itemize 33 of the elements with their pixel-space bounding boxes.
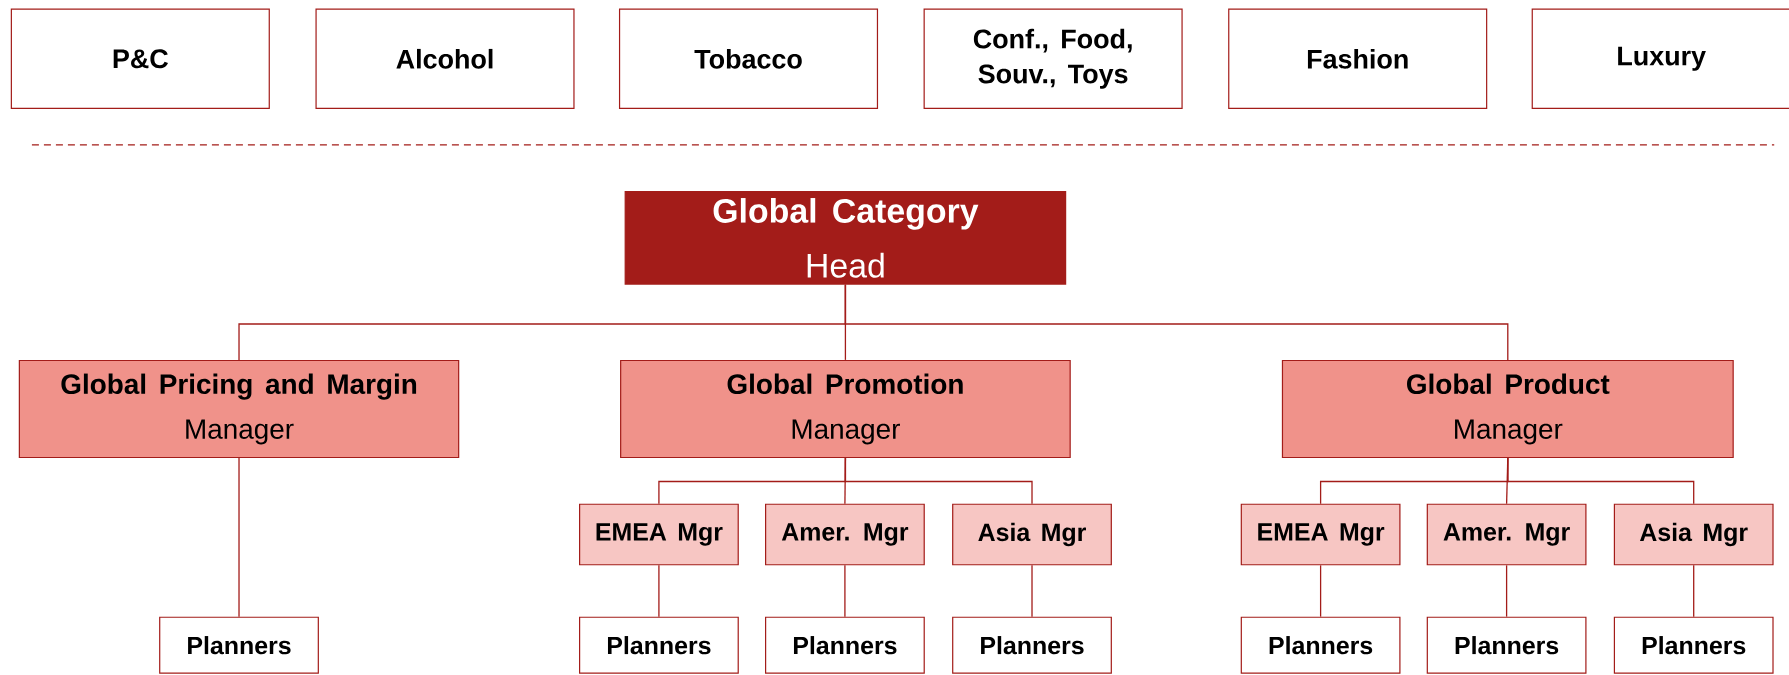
category-box: Luxury (1531, 8, 1789, 110)
planners-box: Planners (1240, 616, 1401, 674)
category-box: Conf., Food, Souv., Toys (923, 8, 1183, 110)
regional-manager-box: EMEA Mgr (579, 503, 739, 566)
connector-line (844, 457, 1033, 505)
regional-manager-box: Asia Mgr (1613, 503, 1774, 566)
connector-line (1031, 564, 1033, 618)
regional-manager-box: Amer. Mgr (765, 503, 925, 566)
manager-box: Global Promotion Manager (620, 359, 1071, 459)
connector-line (238, 457, 240, 618)
connector-line (658, 564, 660, 618)
connector-line (844, 564, 846, 618)
manager-box: Global Pricing and Margin Manager (18, 359, 460, 459)
planners-box: Planners (1426, 616, 1587, 674)
planners-box: Planners (579, 616, 739, 674)
manager-box: Global Product Manager (1281, 359, 1734, 459)
connector-line (1507, 457, 1695, 505)
head-box: Global Category Head (624, 191, 1067, 285)
planners-box: Planners (1613, 616, 1774, 674)
category-box: P&C (10, 8, 270, 110)
planners-box: Planners (765, 616, 925, 674)
category-box: Alcohol (315, 8, 575, 110)
connector-line (1693, 564, 1695, 618)
connector-line (844, 284, 1509, 361)
category-box: Fashion (1228, 8, 1488, 110)
connector-line (1505, 564, 1508, 618)
category-box: Tobacco (618, 8, 879, 110)
planners-box: Planners (159, 616, 319, 674)
planners-box: Planners (952, 616, 1112, 674)
connector-line (1319, 564, 1322, 618)
regional-manager-box: Amer. Mgr (1426, 503, 1587, 566)
regional-manager-box: EMEA Mgr (1240, 503, 1401, 566)
regional-manager-box: Asia Mgr (952, 503, 1112, 566)
